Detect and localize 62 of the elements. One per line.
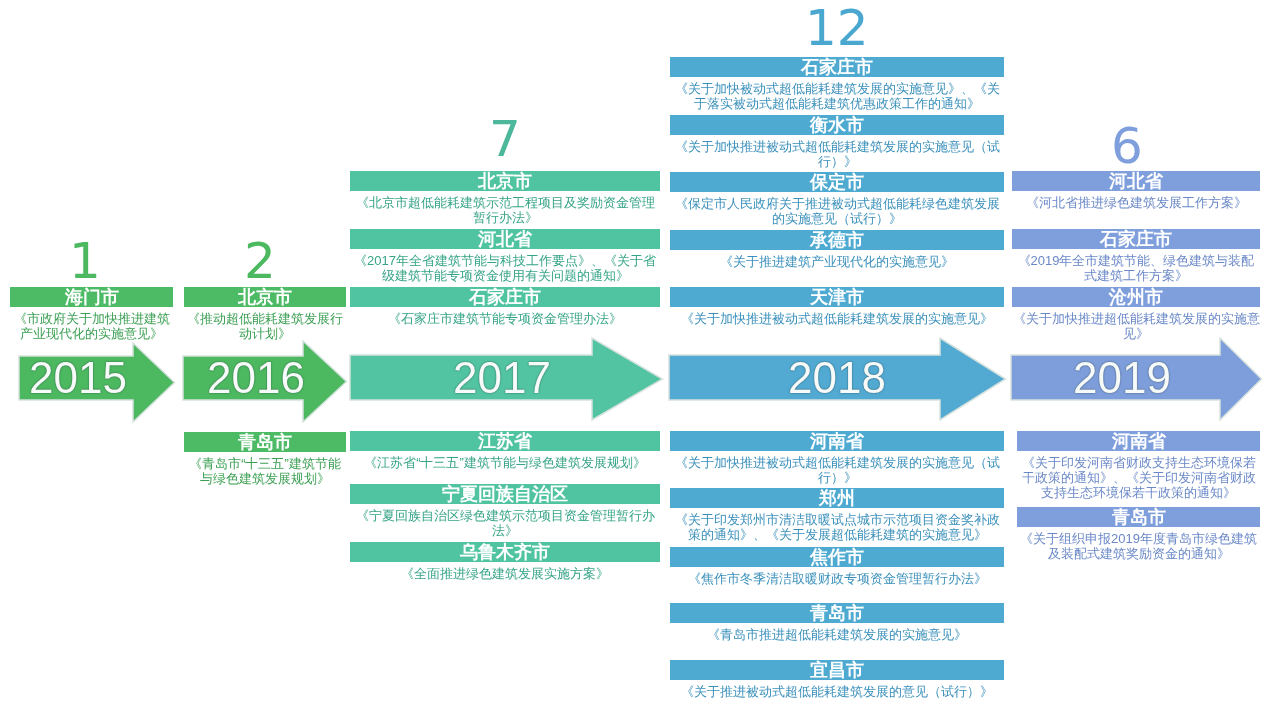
region-banner: 河南省: [670, 431, 1004, 451]
region-banner: 河北省: [1012, 171, 1260, 191]
year-label: 2015: [29, 356, 127, 400]
document-title: 《关于加快推进被动式超低能耗建筑发展的实施意见（试行）》: [673, 139, 1001, 169]
count-number: 1: [69, 236, 101, 286]
region-banner: 河北省: [350, 229, 660, 249]
document-title: 《关于印发河南省财政支持生态环境保若干政策的通知》、《关于印发河南省财政支持生态环境保若干政策的通知》: [1020, 455, 1257, 500]
document-title: 《河北省推进绿色建筑发展工作方案》: [1025, 195, 1247, 210]
year-label: 2017: [453, 355, 551, 400]
count-number: 2: [244, 236, 276, 286]
region-banner: 乌鲁木齐市: [350, 542, 660, 562]
document-title: 《石家庄市建筑节能专项资金管理办法》: [388, 311, 622, 326]
region-banner: 青岛市: [670, 603, 1004, 623]
region-banner: 青岛市: [184, 432, 346, 452]
document-title: 《青岛市“十三五”建筑节能与绿色建筑发展规划》: [188, 456, 342, 486]
timeline-segment: [18, 342, 176, 423]
count-number: 7: [489, 114, 521, 164]
document-title: 《关于组织申报2019年度青岛市绿色建筑及装配式建筑奖励资金的通知》: [1019, 531, 1258, 561]
region-banner: 江苏省: [350, 431, 660, 451]
region-banner: 石家庄市: [1012, 229, 1260, 249]
region-banner: 宜昌市: [670, 660, 1004, 680]
region-banner: 青岛市: [1017, 507, 1260, 527]
document-title: 《北京市超低能耗建筑示范工程项目及奖励资金管理暂行办法》: [354, 195, 656, 225]
document-title: 《关于加快推进被动式超低能耗建筑发展的实施意见》: [681, 311, 993, 326]
document-title: 《江苏省“十三五”建筑节能与绿色建筑发展规划》: [364, 455, 646, 470]
region-banner: 郑州: [670, 488, 1004, 508]
document-title: 《推动超低能耗建筑发展行动计划》: [186, 311, 344, 341]
timeline-segment: [668, 337, 1007, 421]
document-title: 《2017年全省建筑节能与科技工作要点》、《关于省级建筑节能专项资金使用有关问题的通知》: [353, 253, 657, 283]
document-title: 《关于加快推进被动式超低能耗建筑发展的实施意见（试行）》: [673, 455, 1001, 485]
region-banner: 衡水市: [670, 115, 1004, 135]
document-title: 《2019年全市建筑节能、绿色建筑与装配式建筑工作方案》: [1016, 253, 1256, 283]
region-banner: 北京市: [184, 287, 346, 307]
document-title: 《关于推进被动式超低能耗建筑发展的意见（试行）》: [681, 684, 993, 699]
document-title: 《宁夏回族自治区绿色建筑示范项目资金管理暂行办法》: [354, 508, 656, 538]
count-number: 12: [805, 3, 869, 53]
timeline-segment: [182, 340, 348, 423]
region-banner: 沧州市: [1012, 287, 1260, 307]
document-title: 《市政府关于加快推进建筑产业现代化的实施意见》: [12, 311, 171, 341]
region-banner: 天津市: [670, 287, 1004, 307]
region-banner: 焦作市: [670, 547, 1004, 567]
document-title: 《关于推进建筑产业现代化的实施意见》: [720, 254, 954, 269]
region-banner: 承德市: [670, 230, 1004, 250]
count-number: 6: [1111, 121, 1143, 171]
year-label: 2018: [788, 355, 886, 400]
region-banner: 宁夏回族自治区: [350, 484, 660, 504]
year-label: 2016: [207, 356, 305, 400]
region-banner: 石家庄市: [670, 57, 1004, 77]
document-title: 《青岛市推进超低能耗建筑发展的实施意见》: [707, 627, 967, 642]
region-banner: 北京市: [350, 171, 660, 191]
region-banner: 河南省: [1017, 431, 1260, 451]
document-title: 《关于加快推进超低能耗建筑发展的实施意见》: [1012, 311, 1260, 341]
region-banner: 海门市: [10, 287, 173, 307]
document-title: 《关于印发郑州市清洁取暖试点城市示范项目资金奖补政策的通知》、《关于发展超低能耗建筑的实施意见》: [673, 512, 1001, 542]
document-title: 《全面推进绿色建筑发展实施方案》: [401, 566, 609, 581]
document-title: 《保定市人民政府关于推进被动式超低能耗绿色建筑发展的实施意见（试行）》: [673, 196, 1001, 226]
region-banner: 保定市: [670, 172, 1004, 192]
year-label: 2019: [1073, 355, 1171, 400]
region-banner: 石家庄市: [350, 287, 660, 307]
document-title: 《焦作市冬季清洁取暖财政专项资金管理暂行办法》: [687, 571, 987, 586]
timeline-segment: [349, 337, 664, 421]
document-title: 《关于加快被动式超低能耗建筑发展的实施意见》、《关于落实被动式超低能耗建筑优惠政策工作的通知》: [673, 81, 1001, 111]
